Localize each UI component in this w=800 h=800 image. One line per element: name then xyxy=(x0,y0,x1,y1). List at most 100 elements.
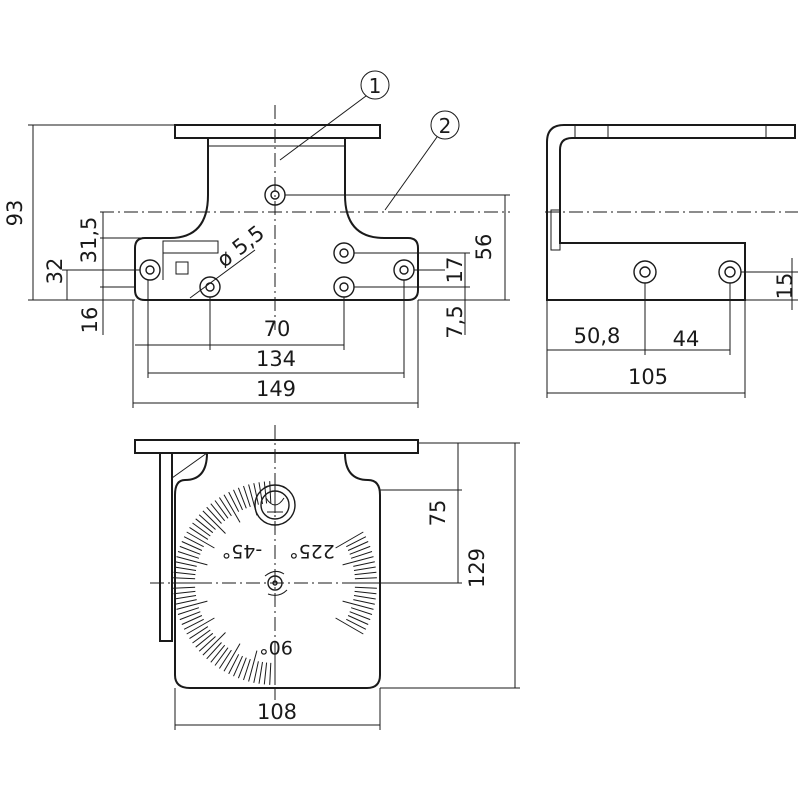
scale-tick xyxy=(177,551,200,559)
bottom-side-tab xyxy=(159,452,173,642)
dim-height-93: 93 xyxy=(3,200,27,227)
scale-tick xyxy=(346,536,367,548)
dim-spacing-44: 44 xyxy=(673,327,700,351)
scale-tick xyxy=(202,632,226,656)
scale-tick xyxy=(248,484,258,516)
scale-tick xyxy=(347,541,369,551)
scale-tick xyxy=(237,657,247,679)
scale-label-90: 90° xyxy=(259,636,293,658)
scale-tick xyxy=(342,600,374,610)
scale-tick xyxy=(350,551,373,559)
callout-1-label: 1 xyxy=(369,74,382,98)
bottom-top-flange xyxy=(134,439,419,454)
scale-tick xyxy=(206,642,222,660)
callout-2: 2 xyxy=(384,110,460,211)
front-bracket-outline xyxy=(134,138,419,301)
dim-spacing-70: 70 xyxy=(264,317,291,341)
dim-width-149: 149 xyxy=(256,377,296,401)
scale-tick xyxy=(181,615,203,625)
bottom-tab-gusset xyxy=(171,452,208,479)
scale-tick xyxy=(269,481,272,504)
scale-tick xyxy=(186,531,215,549)
callout-2-label: 2 xyxy=(439,114,452,138)
scale-tick xyxy=(183,536,204,548)
scale-tick xyxy=(353,561,375,567)
scale-tick xyxy=(173,590,196,595)
scale-tick xyxy=(233,489,243,511)
scale-tick xyxy=(248,650,258,682)
scale-tick xyxy=(354,577,377,580)
scale-tick xyxy=(206,506,222,524)
scale-tick xyxy=(228,654,240,675)
scale-tick xyxy=(347,615,369,625)
front-top-flange xyxy=(174,124,381,139)
side-hole-left xyxy=(633,260,657,284)
scale-tick xyxy=(174,595,197,600)
scale-tick xyxy=(243,658,251,681)
front-mount-hole-right xyxy=(393,259,415,281)
scale-tick xyxy=(233,655,243,677)
front-mount-hole-mid-upper xyxy=(333,242,355,264)
scale-tick xyxy=(175,561,197,567)
scale-tick xyxy=(198,514,216,530)
scale-tick xyxy=(237,487,247,509)
bottom-view: -45° 225° 90° xyxy=(134,425,520,730)
dim-height-31-5: 31,5 xyxy=(77,217,101,264)
scale-tick xyxy=(210,644,226,663)
scale-tick xyxy=(253,483,259,505)
scale-tick xyxy=(177,607,200,615)
dim-height-32: 32 xyxy=(43,258,67,285)
dim-offset-50-8: 50,8 xyxy=(574,324,621,348)
front-lever xyxy=(162,240,219,254)
side-hole-right xyxy=(718,260,742,284)
scale-tick xyxy=(353,599,375,605)
scale-tick xyxy=(174,566,197,571)
front-mount-hole-mid-lower xyxy=(333,276,355,298)
dim-hole-diameter: ø 5,5 xyxy=(212,221,268,272)
scale-tick xyxy=(263,481,268,504)
scale-tick xyxy=(342,556,374,566)
scale-tick xyxy=(335,617,364,635)
scale-tick xyxy=(186,617,215,635)
scale-tick xyxy=(198,636,216,652)
scale-tick xyxy=(176,600,208,610)
dim-width-108: 108 xyxy=(257,700,297,724)
front-mount-hole-lower-left xyxy=(199,276,221,298)
scale-tick xyxy=(223,494,241,523)
scale-tick xyxy=(183,618,204,630)
scale-tick xyxy=(189,526,209,540)
scale-tick xyxy=(173,571,196,576)
scale-tick xyxy=(192,629,211,644)
dim-height-16: 16 xyxy=(78,307,102,334)
scale-tick xyxy=(173,586,196,589)
front-view xyxy=(28,105,510,408)
dim-height-129: 129 xyxy=(465,548,489,588)
dim-height-56: 56 xyxy=(472,234,496,261)
front-lever-foot xyxy=(175,261,189,275)
scale-tick xyxy=(214,500,229,519)
side-bracket-slot xyxy=(550,209,561,251)
dim-height-15: 15 xyxy=(773,273,797,300)
scale-tick xyxy=(353,595,376,600)
scale-tick xyxy=(192,522,211,537)
scale-tick xyxy=(350,607,373,615)
scale-tick xyxy=(195,518,214,534)
scale-tick xyxy=(354,590,377,595)
scale-tick xyxy=(354,571,377,576)
scale-tick xyxy=(175,599,197,605)
scale-tick xyxy=(253,661,259,683)
callout-1: 1 xyxy=(279,70,390,161)
bottom-plate-outline xyxy=(174,452,381,689)
dim-width-105: 105 xyxy=(628,365,668,389)
scale-tick xyxy=(223,643,241,672)
scale-tick xyxy=(354,586,377,589)
scale-tick xyxy=(335,531,364,549)
scale-tick xyxy=(353,566,376,571)
scale-tick xyxy=(243,485,251,508)
scale-tick xyxy=(218,497,232,517)
scale-tick xyxy=(349,545,371,555)
scale-tick xyxy=(269,662,272,685)
scale-tick xyxy=(189,626,209,640)
scale-tick xyxy=(181,541,203,551)
scale-tick xyxy=(258,661,263,684)
